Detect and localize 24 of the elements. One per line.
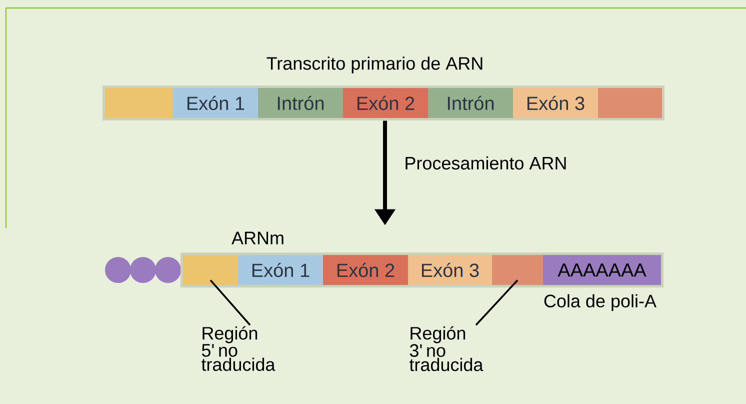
region-label: Región 5' no traducida [201,326,276,371]
cap-circle [155,257,181,283]
poly-a-tail: AAAAAAA [543,255,661,285]
segment-block [105,88,173,118]
exon-segment: Exón 3 [513,88,598,118]
segment-block [183,255,238,285]
exon-segment: Intrón [428,88,513,118]
exon-segment: Exón 3 [408,255,492,285]
exon-segment: Exón 1 [238,255,323,285]
leader-line [475,280,518,326]
exon-segment: Intrón [258,88,343,118]
leader-line [210,280,251,326]
cap-circle [105,257,131,283]
cap-circle [130,257,156,283]
edge-label: Procesamiento ARN [406,156,566,170]
exon-segment: Exón 2 [343,88,428,118]
exon-segment: Exón 2 [323,255,408,285]
region-label: Región 3' no traducida [409,326,484,372]
segment-block [598,88,662,118]
bar-heading: ARNm [232,232,284,244]
tail-caption: Cola de poli-A [544,294,656,311]
segment-block [492,255,543,285]
bar-heading: Transcrito primario de ARN [266,56,482,74]
exon-segment: Exón 1 [173,88,258,118]
